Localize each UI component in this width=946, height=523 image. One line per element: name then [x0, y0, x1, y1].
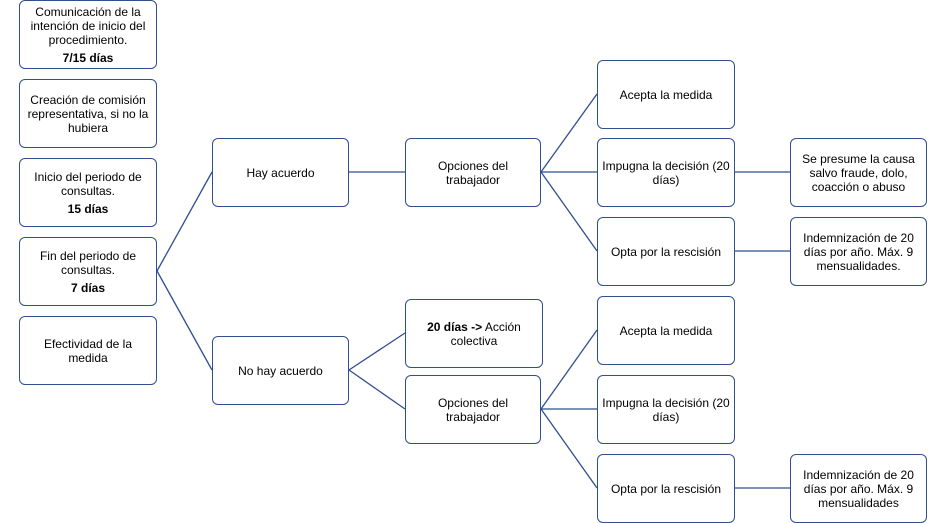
branch-no-agreement-label: No hay acuerdo: [238, 363, 323, 378]
no-agreement-option-rescind-label: Opta por la rescisión: [610, 481, 722, 496]
step-consultation-start-text: Inicio del periodo de consultas.: [34, 169, 142, 198]
no-agreement-collective-action: 20 días -> Acción colectiva: [405, 299, 543, 368]
step-consultation-end-days: 7 días: [70, 280, 106, 295]
collective-action-days: 20 días ->: [427, 319, 483, 334]
no-agreement-option-challenge-label: Impugna la decisión (20 días): [602, 395, 730, 424]
branch-no-agreement: No hay acuerdo: [212, 336, 349, 405]
agreement-worker-options: Opciones del trabajador: [405, 138, 541, 207]
agreement-option-accept: Acepta la medida: [597, 60, 735, 129]
step-consultation-end-text: Fin del periodo de consultas.: [39, 248, 137, 277]
no-agreement-option-challenge: Impugna la decisión (20 días): [597, 375, 735, 444]
step-consultation-start: Inicio del periodo de consultas. 15 días: [19, 158, 157, 227]
collective-action-text: 20 días -> Acción colectiva: [410, 320, 538, 348]
branch-agreement: Hay acuerdo: [212, 138, 349, 207]
branch-agreement-label: Hay acuerdo: [246, 165, 315, 180]
collective-action-label: Acción colectiva: [450, 319, 521, 348]
no-agreement-option-rescind: Opta por la rescisión: [597, 454, 735, 523]
agreement-worker-options-label: Opciones del trabajador: [437, 158, 509, 187]
agreement-rescind-result: Indemnización de 20 días por año. Máx. 9…: [790, 217, 927, 286]
agreement-option-rescind: Opta por la rescisión: [597, 217, 735, 286]
no-agreement-worker-options: Opciones del trabajador: [405, 375, 541, 444]
step-effectiveness-text: Efectividad de la medida: [43, 336, 133, 365]
agreement-option-accept-label: Acepta la medida: [619, 87, 713, 102]
step-consultation-start-days: 15 días: [67, 201, 109, 216]
step-communication-days: 7/15 días: [62, 50, 114, 65]
no-agreement-rescind-result-text: Indemnización de 20 días por año. Máx. 9…: [803, 467, 914, 510]
no-agreement-worker-options-label: Opciones del trabajador: [437, 395, 509, 424]
step-communication: Comunicación de la intención de inicio d…: [19, 0, 157, 69]
no-agreement-option-accept-label: Acepta la medida: [619, 323, 713, 338]
step-commission: Creación de comisión representativa, si …: [19, 79, 157, 148]
agreement-rescind-result-text: Indemnización de 20 días por año. Máx. 9…: [803, 230, 914, 273]
no-agreement-rescind-result: Indemnización de 20 días por año. Máx. 9…: [790, 454, 927, 523]
agreement-challenge-result-text: Se presume la causa salvo fraude, dolo, …: [802, 151, 915, 194]
agreement-option-challenge: Impugna la decisión (20 días): [597, 138, 735, 207]
agreement-option-rescind-label: Opta por la rescisión: [610, 244, 722, 259]
agreement-challenge-result: Se presume la causa salvo fraude, dolo, …: [790, 138, 927, 207]
step-communication-text: Comunicación de la intención de inicio d…: [30, 4, 146, 47]
step-effectiveness: Efectividad de la medida: [19, 316, 157, 385]
step-commission-text: Creación de comisión representativa, si …: [27, 92, 149, 135]
agreement-option-challenge-label: Impugna la decisión (20 días): [602, 158, 730, 187]
no-agreement-option-accept: Acepta la medida: [597, 296, 735, 365]
step-consultation-end: Fin del periodo de consultas. 7 días: [19, 237, 157, 306]
